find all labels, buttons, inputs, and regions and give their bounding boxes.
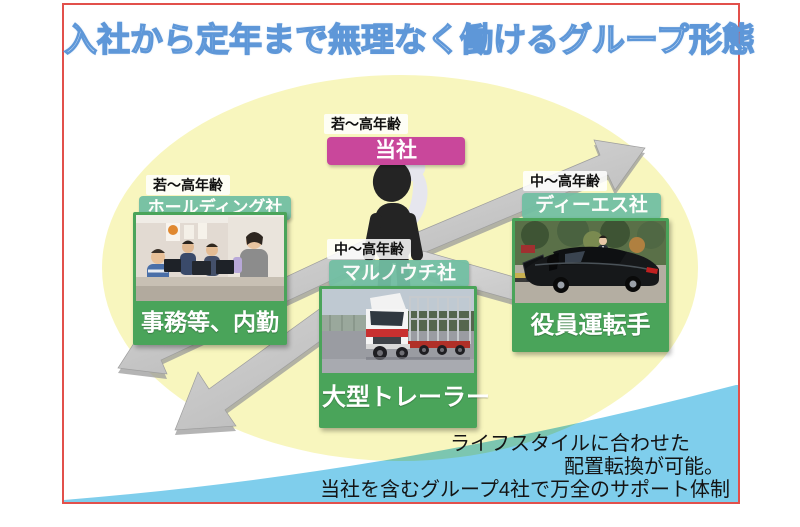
executive-car-photo: [515, 221, 666, 303]
job-label-office: 事務等、内勤: [141, 309, 279, 335]
job-label-driver: 役員運転手: [530, 312, 651, 339]
footer-line-3: 当社を含むグループ4社で万全のサポート体制: [320, 479, 730, 501]
job-label-trailer: 大型トレーラー: [322, 384, 490, 411]
slide-title: 入社から定年まで無理なく働けるグループ形態: [63, 20, 756, 58]
age-range-label-middle: 中〜高年齢: [327, 239, 411, 259]
office-photo: [136, 215, 284, 301]
age-range-label-left: 若〜高年齢: [146, 175, 230, 195]
age-range-label-top: 若〜高年齢: [324, 114, 408, 134]
card-trailer: 大型トレーラー: [319, 286, 490, 428]
card-executive-driver: 役員運転手: [512, 218, 669, 352]
slide-canvas: 入社から定年まで無理なく働けるグループ形態 若〜高年齢 当社 若〜高年齢 ホール…: [62, 3, 756, 504]
footer-line-1: ライフスタイルに合わせた: [450, 433, 690, 455]
footer-note: ライフスタイルに合わせた 配置転換が可能。 当社を含むグループ4社で万全のサポー…: [64, 433, 730, 502]
company-box-ds: ディーエス社: [522, 193, 661, 219]
age-range-label-right: 中〜高年齢: [523, 171, 607, 191]
footer-line-2: 配置転換が可能。: [564, 456, 724, 478]
card-office-work: 事務等、内勤: [133, 212, 287, 345]
company-box-tosha: 当社: [327, 137, 465, 165]
lifestyle-wedge-shape: [64, 385, 738, 502]
company-box-marunouchi: マルノウチ社: [329, 260, 469, 287]
truck-photo: [322, 289, 474, 373]
